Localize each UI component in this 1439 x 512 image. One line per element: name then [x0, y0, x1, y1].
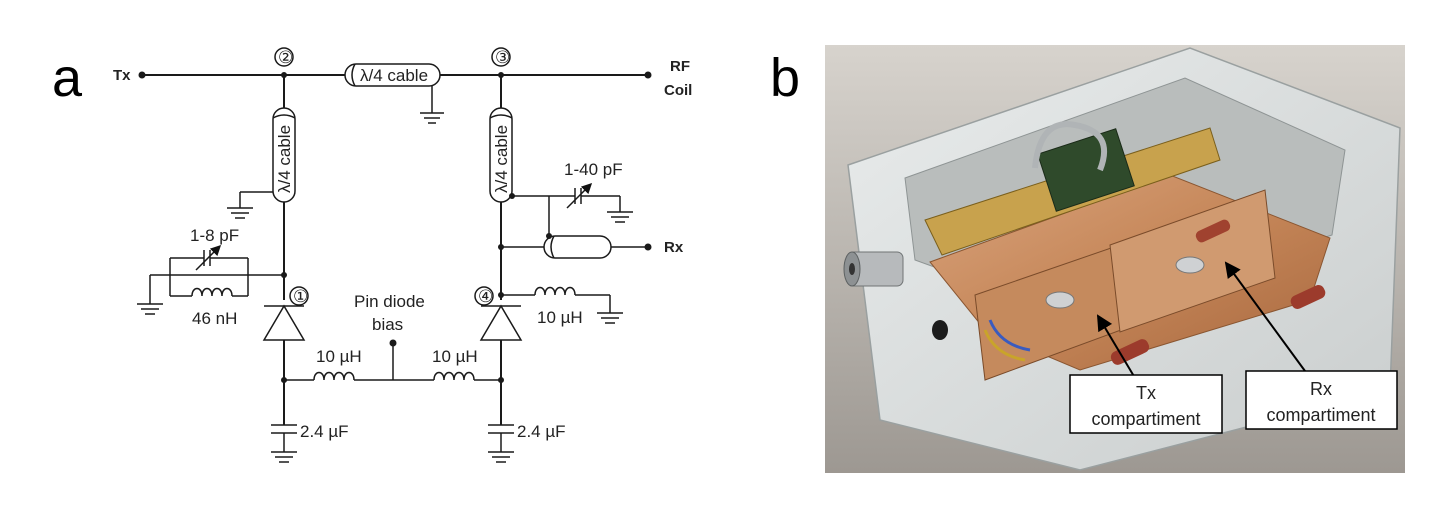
panel-b-label: b: [770, 48, 800, 108]
cap-var-left-label: 1-8 pF: [190, 226, 239, 245]
node-2-label: ②: [278, 48, 293, 68]
series-coax-cable: λ/4 cable: [344, 63, 444, 124]
bias-ind-right-label: 10 µH: [432, 347, 478, 366]
tx-callout: Tx compartiment: [1069, 374, 1223, 434]
right-pin-diode: [479, 304, 523, 341]
cap-right-label: 2.4 µF: [517, 422, 566, 441]
tx-port-label: Tx: [113, 67, 131, 84]
left-decoupling-cap: 2.4 µF: [271, 422, 349, 463]
node-2-circle: [274, 47, 294, 67]
rx-callout-line1: Rx: [1310, 379, 1332, 399]
left-pin-diode: [262, 304, 306, 341]
right-inductor: 10 µH: [501, 286, 623, 327]
bnc-connector: [843, 251, 904, 287]
panel-b-photo: b Tx: [770, 45, 1405, 473]
rx-callout: Rx compartiment: [1245, 370, 1398, 430]
node-3-label: ③: [495, 48, 510, 68]
right-decoupling-cap: 2.4 µF: [488, 422, 566, 463]
coil-label: Coil: [664, 82, 692, 99]
rf-label: RF: [670, 58, 690, 75]
panel-a-label: a: [52, 48, 83, 108]
node-4-circle: [474, 286, 494, 306]
panel-a-schematic: a Tx RF Coil ② ③ λ/4 cable: [52, 47, 692, 463]
node-3-circle: [491, 47, 511, 67]
right-variable-cap: 1-40 pF: [512, 160, 633, 223]
node-4-label: ④: [478, 287, 493, 307]
inductor-right-label: 10 µH: [537, 308, 583, 327]
series-cable-label: λ/4 cable: [360, 66, 428, 85]
inductor-left-label: 46 nH: [192, 309, 237, 328]
rf-coil-terminal: [644, 71, 652, 79]
node-1-circle: [289, 286, 309, 306]
cap-left-label: 2.4 µF: [300, 422, 349, 441]
right-shunt-coax-cable: λ/4 cable: [489, 107, 513, 203]
bias-ind-left-label: 10 µH: [316, 347, 362, 366]
rx-port-label: Rx: [664, 239, 684, 256]
right-cable-label: λ/4 cable: [492, 125, 511, 193]
rx-callout-line2: compartiment: [1266, 405, 1375, 425]
bias-network: 10 µH 10 µH Pin diode bias: [284, 292, 501, 381]
cap-var-right-label: 1-40 pF: [564, 160, 623, 179]
left-cable-label: λ/4 cable: [275, 125, 294, 193]
tx-callout-line1: Tx: [1136, 383, 1156, 403]
bias-label-line2: bias: [372, 315, 403, 334]
bias-label-line1: Pin diode: [354, 292, 425, 311]
node-1-label: ①: [293, 287, 308, 307]
left-shunt-coax-cable: λ/4 cable: [227, 107, 296, 219]
left-tank-circuit: 1-8 pF 46 nH: [137, 226, 284, 328]
tx-callout-line2: compartiment: [1091, 409, 1200, 429]
preamp-module: [1037, 128, 1135, 212]
rx-coax: Rx: [498, 196, 684, 259]
